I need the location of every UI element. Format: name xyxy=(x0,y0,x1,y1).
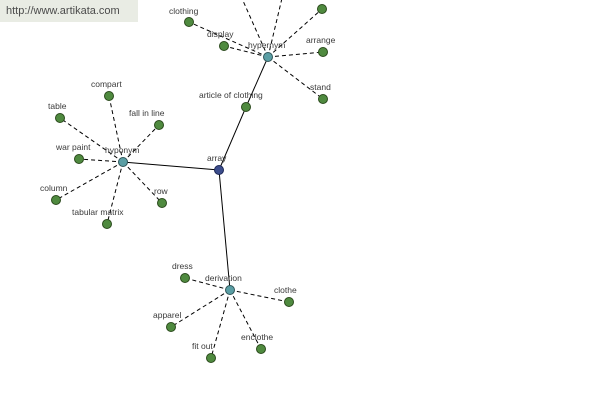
graph-node-column[interactable]: column xyxy=(40,183,68,205)
node-label-clothing[interactable]: clothing xyxy=(169,6,199,16)
graph-node-display[interactable]: display xyxy=(207,29,234,51)
edge-hypernym-to-hypernym-top-right xyxy=(267,8,323,58)
edge-hypernym-to-clothing xyxy=(188,21,269,58)
graph-node-enclothe[interactable]: enclothe xyxy=(241,332,273,354)
graph-node-derivation[interactable]: derivation xyxy=(205,273,242,295)
node-label-apparel[interactable]: apparel xyxy=(153,310,181,320)
node-dot-tabular-matrix[interactable] xyxy=(102,219,112,229)
node-label-hypernym[interactable]: hypernym xyxy=(248,40,285,50)
node-label-array[interactable]: array xyxy=(207,153,227,163)
node-dot-apparel[interactable] xyxy=(166,322,176,332)
graph-node-clothing[interactable]: clothing xyxy=(169,6,199,27)
graph-node-arrange[interactable]: arrange xyxy=(306,35,336,57)
node-label-derivation[interactable]: derivation xyxy=(205,273,242,283)
edge-array-to-derivation xyxy=(218,169,231,291)
node-dot-row[interactable] xyxy=(157,198,167,208)
node-dot-hypernym-top-right[interactable] xyxy=(317,4,327,14)
graph-node-hyponym[interactable]: hyponym xyxy=(105,145,140,167)
edge-hyponym-to-war-paint xyxy=(78,158,124,163)
site-url-text[interactable]: http://www.artikata.com xyxy=(6,5,120,17)
graph-node-hypernym-top-right[interactable] xyxy=(317,4,327,14)
node-dot-war-paint[interactable] xyxy=(74,154,84,164)
graph-node-hypernym[interactable]: hypernym xyxy=(248,40,285,62)
node-dot-fit-out[interactable] xyxy=(206,353,216,363)
node-dot-hyponym[interactable] xyxy=(118,157,128,167)
node-label-display[interactable]: display xyxy=(207,29,234,39)
node-dot-arrange[interactable] xyxy=(318,47,328,57)
edge-hyponym-to-fall-in-line xyxy=(122,124,160,163)
node-label-table[interactable]: table xyxy=(48,101,67,111)
node-label-row[interactable]: row xyxy=(154,186,169,196)
node-label-enclothe[interactable]: enclothe xyxy=(241,332,273,342)
edge-hypernym-to-display xyxy=(223,45,269,58)
node-label-war-paint[interactable]: war paint xyxy=(55,142,91,152)
edge-hyponym-to-tabular-matrix xyxy=(106,161,124,225)
node-label-column[interactable]: column xyxy=(40,183,68,193)
edge-derivation-to-fit-out xyxy=(210,289,231,359)
graph-node-fit-out[interactable]: fit out xyxy=(192,341,216,363)
edge-derivation-to-apparel xyxy=(170,289,231,328)
edge-hyponym-to-row xyxy=(122,161,163,204)
edge-array-to-hyponym xyxy=(122,161,220,171)
graph-node-apparel[interactable]: apparel xyxy=(153,310,181,332)
node-label-article-of-clothing[interactable]: article of clothing xyxy=(199,90,263,100)
edge-derivation-to-clothe xyxy=(229,289,290,303)
graph-node-clothe[interactable]: clothe xyxy=(274,285,297,307)
node-dot-array[interactable] xyxy=(214,165,224,175)
edge-hypernym-to-offscreen-top-2 xyxy=(267,0,283,58)
edge-hyponym-to-table xyxy=(59,117,124,163)
nodes-layer: array hypernym hyponym derivation article of… xyxy=(40,4,336,363)
graph-node-table[interactable]: table xyxy=(48,101,67,123)
graph-node-article-of-clothing[interactable]: article of clothing xyxy=(199,90,263,112)
edge-hyponym-to-compart xyxy=(108,95,124,163)
node-label-tabular-matrix[interactable]: tabular matrix xyxy=(72,207,124,217)
node-dot-enclothe[interactable] xyxy=(256,344,266,354)
graph-node-row[interactable]: row xyxy=(154,186,169,208)
node-dot-fall-in-line[interactable] xyxy=(154,120,164,130)
site-url-banner[interactable]: http://www.artikata.com xyxy=(0,0,138,22)
node-dot-article-of-clothing[interactable] xyxy=(241,102,251,112)
edge-derivation-to-dress xyxy=(184,277,231,291)
graph-node-dress[interactable]: dress xyxy=(172,261,193,283)
edges-layer xyxy=(55,0,324,359)
node-dot-derivation[interactable] xyxy=(225,285,235,295)
graph-node-stand[interactable]: stand xyxy=(310,82,331,104)
node-label-compart[interactable]: compart xyxy=(91,79,122,89)
edge-hyponym-to-column xyxy=(55,161,124,201)
node-dot-stand[interactable] xyxy=(318,94,328,104)
graph-node-tabular-matrix[interactable]: tabular matrix xyxy=(72,207,124,229)
node-dot-hypernym[interactable] xyxy=(263,52,273,62)
node-label-fit-out[interactable]: fit out xyxy=(192,341,213,351)
node-label-arrange[interactable]: arrange xyxy=(306,35,336,45)
node-dot-compart[interactable] xyxy=(104,91,114,101)
node-dot-table[interactable] xyxy=(55,113,65,123)
node-dot-clothe[interactable] xyxy=(284,297,294,307)
edge-hypernym-to-stand xyxy=(267,56,324,100)
edge-hypernym-to-arrange xyxy=(267,51,324,58)
edge-array-to-article-of-clothing xyxy=(218,106,247,171)
graph-node-array[interactable]: array xyxy=(207,153,227,175)
graph-node-compart[interactable]: compart xyxy=(91,79,122,101)
node-dot-display[interactable] xyxy=(219,41,229,51)
node-dot-dress[interactable] xyxy=(180,273,190,283)
node-label-hyponym[interactable]: hyponym xyxy=(105,145,140,155)
node-label-dress[interactable]: dress xyxy=(172,261,193,271)
graph-node-war-paint[interactable]: war paint xyxy=(55,142,91,164)
node-dot-column[interactable] xyxy=(51,195,61,205)
edge-article-of-clothing-to-hypernym xyxy=(245,56,269,108)
node-dot-clothing[interactable] xyxy=(184,17,194,27)
edge-hypernym-to-offscreen-top-1 xyxy=(242,0,269,58)
node-label-clothe[interactable]: clothe xyxy=(274,285,297,295)
node-label-fall-in-line[interactable]: fall in line xyxy=(129,108,165,118)
node-label-stand[interactable]: stand xyxy=(310,82,331,92)
graph-node-fall-in-line[interactable]: fall in line xyxy=(129,108,165,130)
